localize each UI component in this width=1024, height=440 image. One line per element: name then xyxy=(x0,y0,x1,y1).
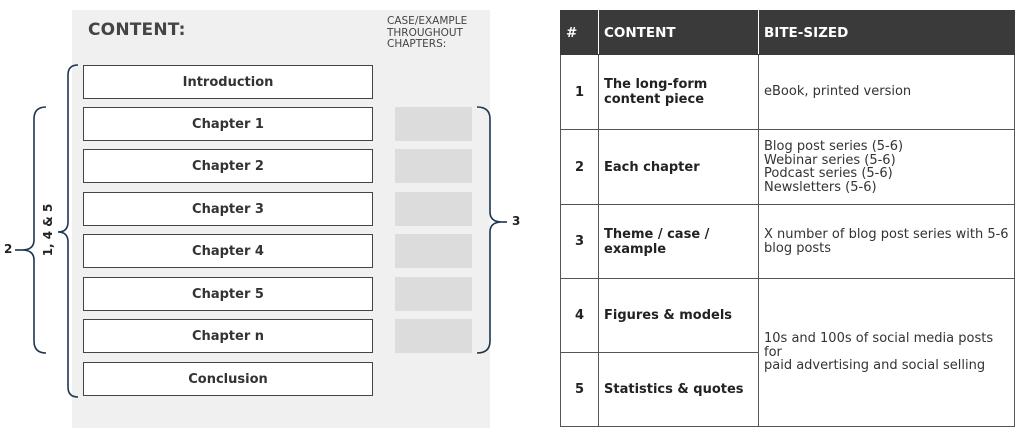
header-content: CONTENT xyxy=(598,10,759,55)
case-heading-line: CASE/EXAMPLE xyxy=(387,15,468,27)
case-heading-line: CHAPTERS: xyxy=(387,38,447,50)
row-bite-line: 10s and 100s of social media posts for xyxy=(764,331,994,360)
row-number: 4 xyxy=(560,278,599,353)
row-number: 3 xyxy=(560,204,599,279)
row-content-line: Figures & models xyxy=(604,308,733,323)
box-conclusion: Conclusion xyxy=(83,362,373,396)
table-row: 1 The long-form content piece eBook, pri… xyxy=(560,54,1015,130)
row-content-line: Theme / case / xyxy=(604,226,710,242)
case-placeholder xyxy=(395,192,472,226)
case-heading-line: THROUGHOUT xyxy=(387,26,463,39)
box-chapter-5: Chapter 5 xyxy=(83,277,373,311)
row-bite-line: paid advertising and social selling xyxy=(764,358,986,374)
table-row: 5 Statistics & quotes xyxy=(560,352,1015,427)
row-bite-sized: X number of blog post series with 5-6 bl… xyxy=(758,204,1015,279)
row-content: The long-form content piece xyxy=(598,54,759,130)
row-bite-line: blog posts xyxy=(764,240,832,256)
row-content-line: example xyxy=(604,241,667,257)
row-bite-line: eBook, printed version xyxy=(764,84,912,100)
row-bite-line: X number of blog post series with 5-6 xyxy=(764,227,1009,242)
row-content-line: The long-form xyxy=(604,77,708,92)
row-content: Each chapter xyxy=(598,129,759,205)
header-number: # xyxy=(560,10,599,55)
row-content-line: Each chapter xyxy=(604,159,700,175)
row-bite-line: Blog post series (5-6) xyxy=(764,139,904,154)
table-row: 4 Figures & models 10s and 100s of socia… xyxy=(560,278,1015,427)
row-number: 2 xyxy=(560,129,599,205)
row-number: 5 xyxy=(560,352,599,427)
case-example-heading: CASE/EXAMPLE THROUGHOUT CHAPTERS: xyxy=(387,15,487,51)
row-content-line: Statistics & quotes xyxy=(604,382,744,397)
brace-label-inner: 1, 4 & 5 xyxy=(41,203,55,257)
brace-label-right: 3 xyxy=(512,214,521,228)
brace-inner xyxy=(57,64,79,398)
box-chapter-1: Chapter 1 xyxy=(83,107,373,141)
row-bite-line: Newsletters (5-6) xyxy=(764,179,877,195)
box-chapter-4: Chapter 4 xyxy=(83,234,373,268)
row-bite-sized: Blog post series (5-6) Webinar series (5… xyxy=(758,129,1015,205)
row-content: Theme / case / example xyxy=(598,204,759,279)
table-row: 2 Each chapter Blog post series (5-6) We… xyxy=(560,129,1015,205)
table-header-row: # CONTENT BITE-SIZED xyxy=(560,10,1015,55)
table-row: 3 Theme / case / example X number of blo… xyxy=(560,204,1015,279)
box-chapter-2: Chapter 2 xyxy=(83,149,373,183)
row-content: Statistics & quotes xyxy=(598,352,759,427)
content-heading: CONTENT: xyxy=(88,20,186,40)
row-bite-sized: eBook, printed version xyxy=(758,54,1015,130)
content-table: # CONTENT BITE-SIZED 1 The long-form con… xyxy=(560,10,1015,427)
row-bite-line: Webinar series (5-6) xyxy=(764,152,896,168)
row-content-line: content piece xyxy=(604,92,705,107)
case-placeholder xyxy=(395,149,472,183)
box-chapter-3: Chapter 3 xyxy=(83,192,373,226)
brace-label-outer: 2 xyxy=(4,242,13,256)
brace-right xyxy=(476,106,503,354)
row-number: 1 xyxy=(560,54,599,130)
case-placeholder xyxy=(395,107,472,141)
case-placeholder xyxy=(395,319,472,353)
row-bite-line: Podcast series (5-6) xyxy=(764,166,893,181)
braces-layer xyxy=(15,64,507,398)
row-bite-sized-merged: 10s and 100s of social media posts for p… xyxy=(758,278,1015,427)
header-bite-sized: BITE-SIZED xyxy=(758,10,1015,55)
box-chapter-n: Chapter n xyxy=(83,319,373,353)
box-introduction: Introduction xyxy=(83,65,373,99)
case-placeholder xyxy=(395,234,472,268)
row-content: Figures & models xyxy=(598,278,759,353)
case-placeholder xyxy=(395,277,472,311)
